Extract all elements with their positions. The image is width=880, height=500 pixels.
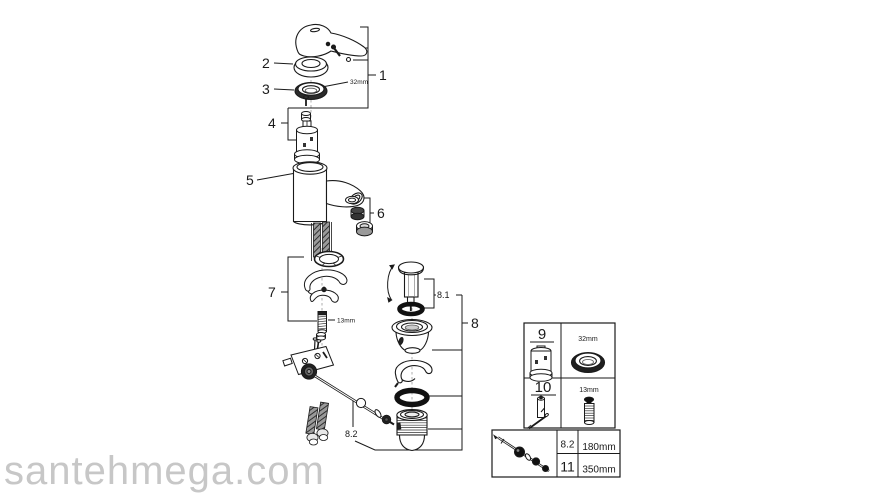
part-cartridge-group xyxy=(294,95,320,165)
part-flex-hoses xyxy=(305,401,330,446)
table-num-8-2: 8.2 xyxy=(561,440,575,451)
panel-pin-icon xyxy=(526,395,549,430)
part-drain-body xyxy=(396,409,428,452)
callout-label-5: 5 xyxy=(246,172,254,188)
table-len-180: 180mm xyxy=(582,442,615,453)
callout-8 xyxy=(354,295,468,451)
callout-3 xyxy=(273,88,295,91)
part-handle xyxy=(295,23,368,63)
part-drain-oring xyxy=(394,387,430,408)
panel-dim-32mm: 32mm xyxy=(578,336,598,343)
part-dome-ring xyxy=(294,81,328,101)
callout-7 xyxy=(281,256,317,322)
table-rod-icon xyxy=(493,434,550,473)
callout-label-6: 6 xyxy=(377,205,385,221)
part-drain-assembly xyxy=(387,261,433,452)
part-knob xyxy=(300,363,318,380)
part-stud-13mm xyxy=(317,311,327,334)
dim-label-13mm: 13mm xyxy=(337,318,355,325)
handle-screw-icon xyxy=(330,44,341,57)
part-drain-saddle xyxy=(394,359,433,388)
rod-length-table: 8.2 180mm 11 350mm xyxy=(491,429,621,478)
part-nut xyxy=(316,332,326,341)
rotate-arrow-icon xyxy=(387,264,395,303)
callout-labels: 1 2 3 4 5 6 7 8 8.1 8.2 32mm 13mm xyxy=(246,55,479,439)
panel-part-10-label: 10 xyxy=(535,379,552,396)
dim-label-32mm: 32mm xyxy=(350,79,368,86)
panel-stud-icon xyxy=(583,396,595,425)
callout-label-3: 3 xyxy=(262,81,270,97)
spares-panel: 9 32mm 10 xyxy=(523,322,616,430)
part-drain-flange xyxy=(391,318,433,354)
handle-plug-icon xyxy=(345,56,352,63)
callout-label-8-1: 8.1 xyxy=(437,290,450,300)
panel-ring-icon xyxy=(570,351,606,374)
callout-2 xyxy=(273,62,294,65)
table-len-350: 350mm xyxy=(582,465,615,476)
table-num-11: 11 xyxy=(560,459,575,475)
callout-label-4: 4 xyxy=(268,115,276,131)
callout-label-8: 8 xyxy=(471,315,479,331)
callout-5 xyxy=(256,172,297,181)
part-mounting-kit xyxy=(303,250,348,341)
panel-dim-13mm: 13mm xyxy=(579,387,599,394)
watermark: santehmega.com xyxy=(4,449,325,493)
callout-8-1 xyxy=(423,278,462,309)
callout-label-1: 1 xyxy=(379,67,387,83)
callout-label-7: 7 xyxy=(268,284,276,300)
dim-32mm-leader xyxy=(321,81,349,88)
part-drain-seal xyxy=(397,301,425,317)
panel-cartridge-icon xyxy=(529,345,553,382)
callout-label-2: 2 xyxy=(262,55,270,71)
part-aerator-set xyxy=(345,195,373,237)
panel-part-9-label: 9 xyxy=(538,326,546,343)
part-popup-linkage xyxy=(282,337,395,446)
part-popup-rod xyxy=(314,374,395,426)
callout-label-8-2: 8.2 xyxy=(345,429,358,439)
part-cap-ring xyxy=(293,56,329,78)
